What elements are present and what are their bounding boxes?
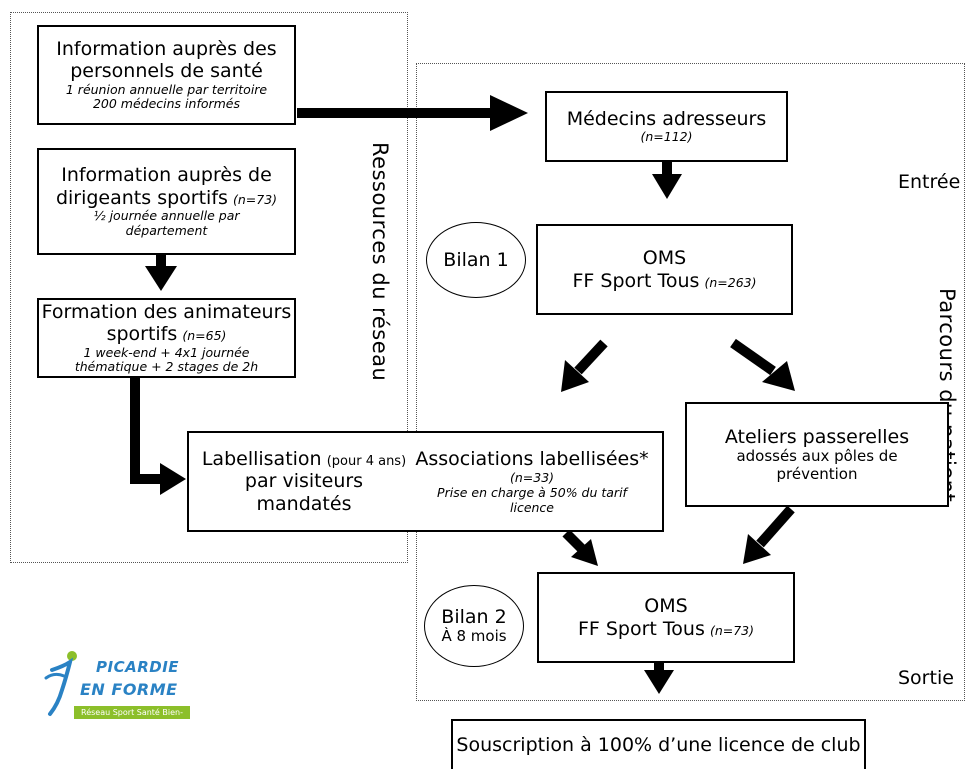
- workshops-title: Ateliers passerelles: [724, 425, 910, 448]
- picardie-en-forme-logo: PICARDIE EN FORME Réseau Sport Santé Bie…: [44, 648, 194, 730]
- info-health-professionals-box: Information auprès des personnels de san…: [37, 25, 296, 125]
- associations-count: (n=33): [509, 470, 555, 486]
- labellisation-visitors: par visiteurs mandatés: [244, 470, 364, 515]
- arrow-oms1-to-associations: [574, 339, 608, 375]
- network-resources-title: Ressources du réseau: [368, 142, 392, 382]
- oms2-count: (n=73): [709, 622, 755, 638]
- arrowhead-oms1-to-associations: [561, 360, 589, 392]
- associations-line1: Prise en charge à 50% du tarif: [437, 485, 627, 501]
- training-title-b: sportifs: [106, 323, 178, 346]
- info-leaders-line1: ½ journée annuelle par: [93, 208, 240, 224]
- runner-figure-icon: [44, 651, 77, 716]
- training-line1: 1 week-end + 4x1 journée: [83, 344, 250, 360]
- referring-doctors-title: Médecins adresseurs: [566, 107, 767, 130]
- referring-doctors-box: Médecins adresseurs (n=112): [545, 91, 788, 162]
- info-leaders-title-b: dirigeants sportifs: [55, 186, 228, 209]
- info-leaders-count: (n=73): [233, 191, 278, 207]
- instructor-training-box: Formation des animateurs sportifs (n=65)…: [37, 298, 296, 378]
- sortie-label: Sortie: [898, 667, 954, 689]
- associations-title: Associations labellisées*: [415, 447, 649, 470]
- associations-text: Associations labellisées* (n=33) Prise e…: [412, 448, 652, 516]
- oms2-line1: OMS: [644, 595, 688, 618]
- arrowhead-ateliers-to-oms2: [743, 534, 771, 564]
- training-count: (n=65): [182, 328, 227, 344]
- referring-doctors-count: (n=112): [640, 129, 693, 145]
- labellisation-title-row: Labellisation (pour 4 ans): [199, 448, 409, 470]
- logo-line1: PICARDIE: [96, 658, 180, 676]
- logo-line2: EN FORME: [80, 680, 178, 699]
- oms1-box: OMS FF Sport Tous (n=263): [536, 224, 793, 315]
- arrowhead-associations-to-oms2: [571, 539, 598, 566]
- labellisation-box: Labellisation (pour 4 ans) par visiteurs…: [187, 431, 664, 532]
- entree-label: Entrée: [898, 171, 961, 193]
- bilan2-delay: À 8 mois: [441, 627, 507, 646]
- bilan2-ellipse: Bilan 2 À 8 mois: [424, 585, 524, 667]
- info-sport-leaders-box: Information auprès de dirigeants sportif…: [37, 148, 296, 255]
- oms2-line2: FF Sport Tous: [577, 617, 705, 640]
- club-license-title: Souscription à 100% d’une licence de clu…: [456, 733, 861, 756]
- associations-line2: licence: [510, 500, 554, 516]
- info-health-line1: 1 réunion annuelle par territoire: [65, 81, 268, 97]
- arrow-formation-to-labellisation: [130, 378, 162, 484]
- network-resources-panel: [10, 12, 408, 563]
- arrowhead-oms2-to-souscription: [644, 670, 674, 694]
- bilan1-ellipse: Bilan 1: [426, 222, 526, 298]
- workshops-line1: adossés aux pôles de: [736, 447, 898, 466]
- training-line2: thématique + 2 stages de 2h: [74, 359, 259, 375]
- training-title-a: Formation des animateurs: [41, 300, 292, 323]
- info-leaders-line2: département: [125, 222, 208, 238]
- labellisation-duration: (pour 4 ans): [326, 453, 407, 469]
- arrow-associations-to-oms2: [562, 529, 586, 553]
- arrow-oms1-to-ateliers: [730, 338, 776, 376]
- oms1-count: (n=263): [704, 274, 757, 290]
- oms1-line2-row: FF Sport Tous (n=263): [573, 270, 757, 292]
- arrowhead-formation-to-labellisation: [160, 463, 186, 495]
- logo-tagline: Réseau Sport Santé Bien-être: [74, 706, 190, 730]
- club-license-box: Souscription à 100% d’une licence de clu…: [451, 719, 866, 769]
- labellisation-title: Labellisation: [201, 447, 322, 470]
- arrowhead-medecins-to-oms1: [652, 174, 682, 199]
- arrow-ateliers-to-oms2: [756, 505, 795, 548]
- info-health-line2: 200 médecins informés: [92, 96, 241, 112]
- info-health-title: Information auprès des personnels de san…: [56, 37, 277, 83]
- workshops-line2: prévention: [776, 464, 858, 483]
- oms1-line1: OMS: [642, 247, 687, 270]
- oms1-line2: FF Sport Tous: [572, 269, 700, 292]
- training-title-row: sportifs (n=65): [107, 323, 227, 345]
- labellisation-text: Labellisation (pour 4 ans) par visiteurs…: [199, 448, 409, 515]
- arrowhead-oms1-to-ateliers: [762, 361, 795, 391]
- oms2-line2-row: FF Sport Tous (n=73): [578, 618, 754, 640]
- info-leaders-title-row: dirigeants sportifs (n=73): [56, 187, 277, 209]
- bridge-workshops-box: Ateliers passerelles adossés aux pôles d…: [685, 402, 949, 507]
- bilan2-label: Bilan 2: [441, 606, 507, 629]
- arrowhead-info-to-medecins: [490, 95, 528, 131]
- info-leaders-title-a: Information auprès de: [61, 164, 272, 187]
- bilan1-label: Bilan 1: [443, 248, 509, 271]
- oms2-box: OMS FF Sport Tous (n=73): [537, 572, 795, 663]
- arrowhead-dirigeants-to-formation: [145, 266, 177, 291]
